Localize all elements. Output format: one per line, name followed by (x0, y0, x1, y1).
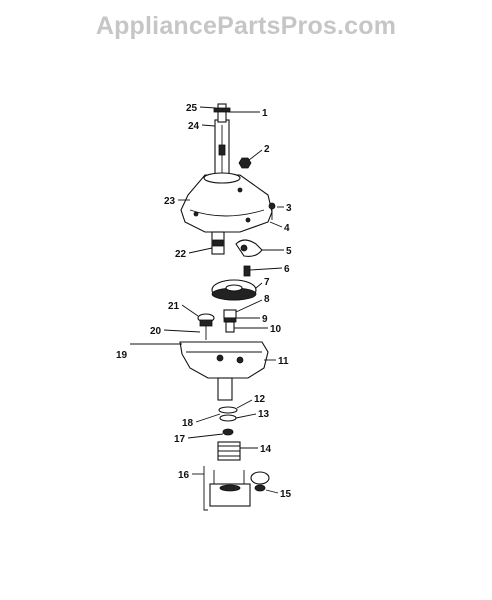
callout-17: 17 (174, 434, 186, 445)
part-shaft[interactable] (213, 103, 231, 181)
part-cam[interactable] (235, 239, 263, 257)
callout-23: 23 (164, 196, 176, 207)
callout-15: 15 (280, 489, 292, 500)
callout-11: 11 (278, 356, 289, 367)
callout-20: 20 (150, 326, 162, 337)
part-gear-case[interactable] (179, 341, 269, 401)
part-pin[interactable] (243, 265, 251, 277)
callout-21: 21 (168, 301, 180, 312)
watermark-text: AppliancePartsPros.com (95, 12, 397, 40)
callout-13: 13 (258, 409, 270, 420)
callout-9: 9 (262, 314, 268, 325)
callout-5: 5 (286, 246, 292, 257)
part-washers[interactable] (218, 406, 238, 436)
callout-4: 4 (284, 223, 290, 234)
callout-19: 19 (116, 350, 128, 361)
part-pinion-stack[interactable] (223, 309, 237, 333)
callout-12: 12 (254, 394, 266, 405)
part-spring[interactable] (217, 441, 241, 461)
callout-25: 25 (186, 103, 198, 114)
callout-14: 14 (260, 444, 272, 455)
callout-24: 24 (188, 121, 200, 132)
callout-2: 2 (264, 144, 270, 155)
callout-3: 3 (286, 203, 292, 214)
part-small-gear[interactable] (197, 313, 215, 340)
callout-10: 10 (270, 324, 282, 335)
callout-18: 18 (182, 418, 194, 429)
part-gear[interactable] (211, 279, 257, 301)
callout-1: 1 (262, 108, 268, 119)
part-housing-cover[interactable] (180, 172, 273, 233)
callout-16: 16 (178, 470, 190, 481)
callout-22: 22 (175, 249, 187, 260)
leader-lines (130, 106, 284, 494)
part-clutch-assembly[interactable] (203, 466, 270, 511)
part-stub-shaft[interactable] (211, 231, 225, 255)
callout-7: 7 (264, 277, 270, 288)
callout-labels: 1 2 3 4 5 6 7 8 9 10 11 12 13 14 15 16 1… (116, 103, 292, 500)
part-nut[interactable] (238, 157, 252, 169)
part-screw[interactable] (268, 202, 276, 220)
callout-6: 6 (284, 264, 290, 275)
callout-8: 8 (264, 294, 270, 305)
